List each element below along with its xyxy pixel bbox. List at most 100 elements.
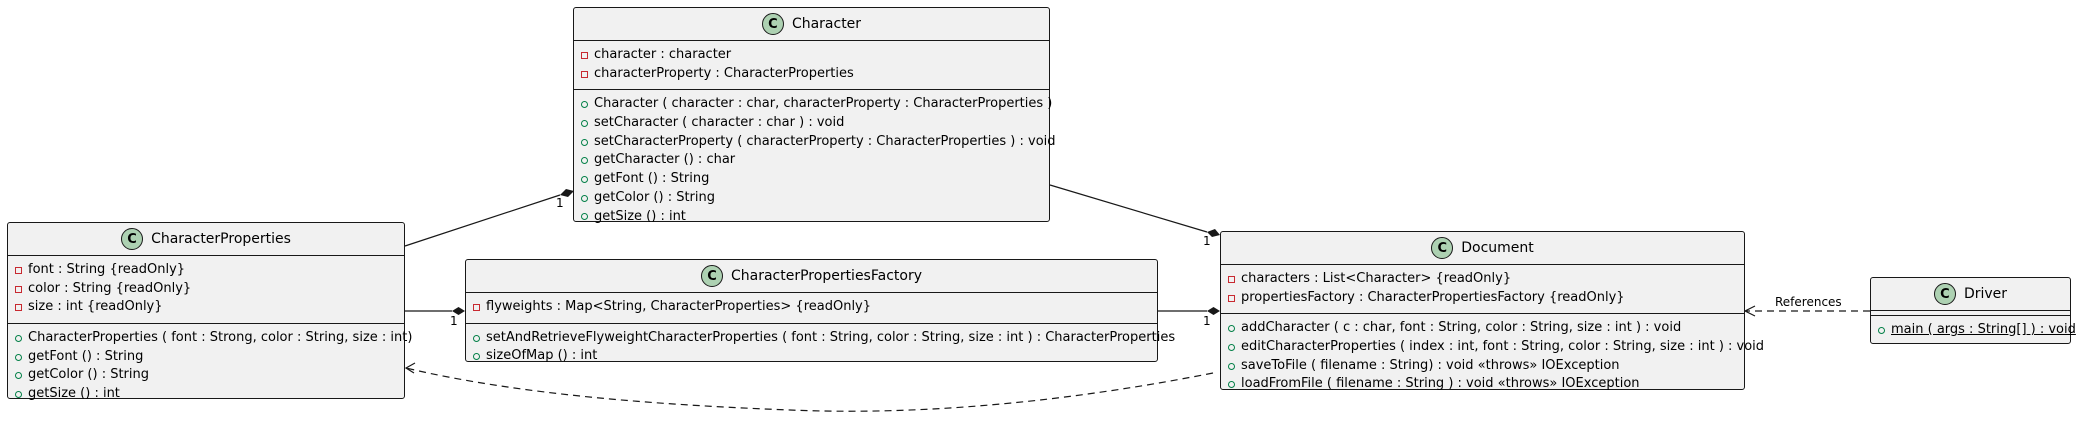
public-visibility-icon [15,372,22,380]
class-method: getCharacter () : char [574,151,1049,170]
class-method: getFont () : String [574,170,1049,189]
public-visibility-icon [15,390,22,398]
references-label: References [1775,295,1842,309]
member-text: getSize () : int [594,208,686,224]
private-visibility-icon [581,70,588,78]
edge-character-to-document [1049,184,1208,233]
class-method: CharacterProperties ( font : Strong, col… [8,329,412,348]
class-field: propertiesFactory : CharacterPropertiesF… [1221,289,1744,308]
member-text: getColor () : String [28,367,150,383]
class-field: font : String {readOnly} [8,261,404,280]
private-visibility-icon [581,51,588,59]
member-text: getSize () : int [28,386,120,402]
public-visibility-icon [1878,326,1885,334]
public-visibility-icon [581,213,588,221]
class-methods: setAndRetrieveFlyweightCharacterProperti… [466,322,1175,372]
multiplicity-label: 1 [1203,314,1211,328]
class-header: C Document [1221,232,1744,265]
member-text: characters : List<Character> {readOnly} [1241,271,1512,286]
member-text: loadFromFile ( filename : String ) : voi… [1241,376,1640,392]
class-header: C CharacterPropertiesFactory [466,260,1157,293]
class-method: setCharacterProperty ( characterProperty… [574,133,1056,152]
class-method: getSize () : int [574,208,1049,227]
class-name: CharacterPropertiesFactory [730,268,922,284]
class-method: Character ( character : char, characterP… [574,95,1053,114]
class-method: sizeOfMap () : int [466,347,1157,366]
class-methods: Character ( character : char, characterP… [574,89,1056,232]
class-method: editCharacterProperties ( index : int, f… [1221,338,1764,357]
public-visibility-icon [15,334,22,342]
class-method: loadFromFile ( filename : String ) : voi… [1221,375,1744,394]
edge-charprops-to-character [404,194,561,247]
public-visibility-icon [581,101,588,109]
member-text: main ( args : String[] ) : void [1891,322,2076,337]
public-visibility-icon [581,157,588,165]
public-visibility-icon [1228,325,1235,333]
class-driver[interactable]: C Driver main ( args : String[] ) : void [1870,277,2076,344]
member-text: color : String {readOnly} [28,280,192,296]
class-method: addCharacter ( c : char, font : String, … [1221,319,1744,338]
member-text: Character ( character : char, characterP… [594,96,1053,112]
class-field: size : int {readOnly} [8,298,404,317]
class-header: C Character [574,8,1049,41]
class-method: saveToFile ( filename : String) : void «… [1221,357,1744,376]
member-text: getFont () : String [28,348,144,364]
member-text: getCharacter () : char [594,152,736,168]
member-text: editCharacterProperties ( index : int, f… [1241,339,1765,355]
class-name: Driver [1963,286,2008,302]
public-visibility-icon [581,175,588,183]
class-header: C CharacterProperties [8,223,404,256]
member-text: font : String {readOnly} [28,262,186,277]
class-fields: font : String {readOnly} color : String {… [8,256,404,323]
class-character-properties-factory[interactable]: C CharacterPropertiesFactory flyweights … [465,259,1175,363]
member-text: sizeOfMap () : int [486,348,598,364]
class-badge-icon: C [1933,283,1956,305]
public-visibility-icon [1228,381,1235,389]
member-text: getColor () : String [594,189,716,205]
member-text: setCharacter ( character : char ) : void [594,115,845,131]
class-methods: CharacterProperties ( font : Strong, col… [8,323,412,410]
member-text: setAndRetrieveFlyweightCharacterProperti… [486,329,1176,345]
member-text: characterProperty : CharacterProperties [594,65,854,81]
dependency-arrowhead-document [1743,305,1756,317]
class-method: setAndRetrieveFlyweightCharacterProperti… [466,329,1175,348]
private-visibility-icon [15,285,22,293]
class-field: character : character [574,46,1049,65]
class-method: main ( args : String[] ) : void [1871,321,2076,340]
class-badge-icon: C [700,265,723,287]
class-name: Character [791,16,862,32]
public-visibility-icon [581,138,588,146]
composition-diamond-factory [452,307,465,315]
class-fields: characters : List<Character> {readOnly} p… [1221,265,1744,313]
member-text: getFont () : String [594,171,710,187]
private-visibility-icon [15,266,22,274]
class-methods: addCharacter ( c : char, font : String, … [1221,313,1764,400]
dependency-arrowhead-charprops [404,362,416,374]
multiplicity-label: 1 [556,196,564,210]
composition-diamond-character [560,189,574,197]
private-visibility-icon [1228,275,1235,283]
class-method: getColor () : String [574,189,1049,208]
class-character-properties[interactable]: C CharacterProperties font : String {rea… [7,222,412,401]
private-visibility-icon [473,303,480,311]
class-document[interactable]: C Document characters : List<Character> … [1220,231,1764,391]
class-name: CharacterProperties [151,231,291,247]
class-name: Document [1461,240,1534,256]
class-header: C Driver [1871,278,2070,311]
class-badge-icon: C [121,228,144,250]
member-text: size : int {readOnly} [28,299,163,315]
class-field: characters : List<Character> {readOnly} [1221,270,1744,289]
member-text: propertiesFactory : CharacterPropertiesF… [1241,289,1625,305]
composition-diamond-document-left [1207,307,1220,315]
member-text: CharacterProperties ( font : Strong, col… [28,330,413,346]
multiplicity-label: 1 [450,314,458,328]
class-fields: flyweights : Map<String, CharacterProper… [466,293,1157,323]
class-method: getFont () : String [8,348,404,367]
class-method: getSize () : int [8,385,404,404]
private-visibility-icon [15,304,22,312]
member-text: addCharacter ( c : char, font : String, … [1241,320,1682,336]
public-visibility-icon [581,119,588,127]
